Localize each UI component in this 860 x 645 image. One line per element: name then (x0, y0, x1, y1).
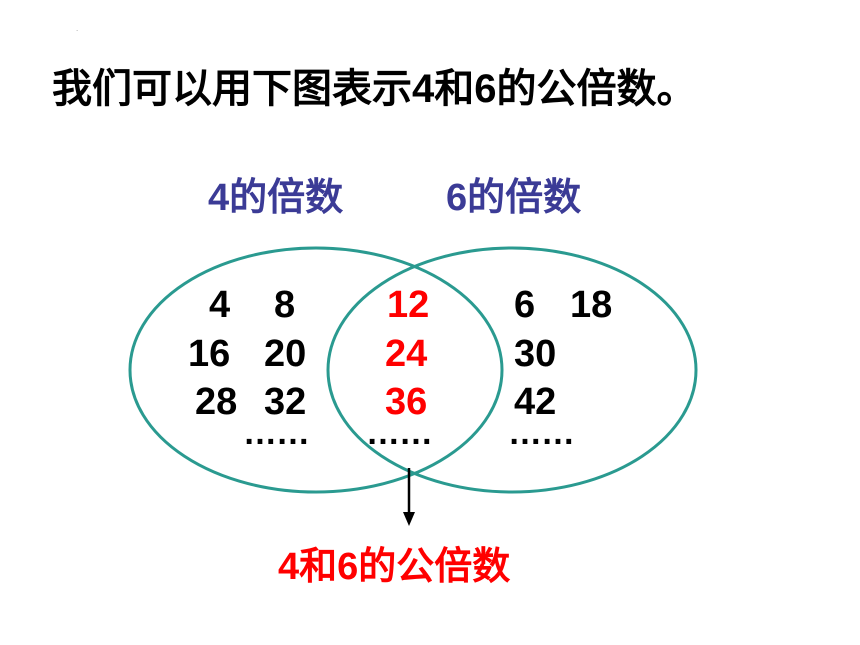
pointer-arrow-head (403, 512, 415, 526)
decorative-dot: . (76, 24, 79, 33)
page-title: 我们可以用下图表示4和6的公倍数。 (52, 67, 697, 111)
right-value: 18 (570, 284, 613, 326)
left-set-label: 4的倍数 (208, 177, 344, 219)
left-set-ellipse (128, 246, 504, 494)
left-ellipsis: …… (243, 414, 310, 452)
left-value: 28 (195, 381, 238, 423)
left-value: 4 (209, 284, 231, 326)
right-ellipsis: …… (508, 414, 575, 452)
common-value: 36 (385, 381, 428, 423)
left-value: 16 (188, 333, 231, 375)
right-value: 30 (514, 333, 557, 375)
left-value: 32 (264, 381, 307, 423)
common-ellipsis: …… (366, 414, 433, 452)
left-value: 20 (264, 333, 307, 375)
right-value: 6 (514, 284, 536, 326)
right-value: 42 (514, 381, 557, 423)
right-set-label: 6的倍数 (446, 177, 582, 219)
common-multiples-label: 4和6的公倍数 (278, 546, 511, 588)
common-value: 24 (385, 333, 428, 375)
left-value: 8 (274, 284, 296, 326)
common-value: 12 (387, 284, 430, 326)
right-set-ellipse (326, 246, 698, 494)
